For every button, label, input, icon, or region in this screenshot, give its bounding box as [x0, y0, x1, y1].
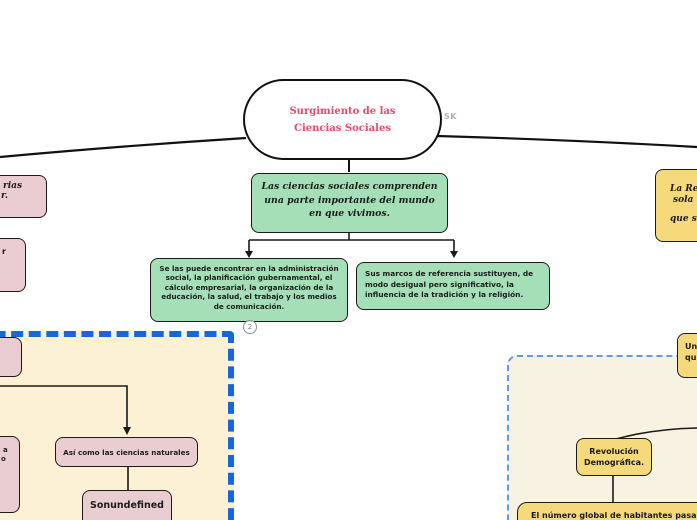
- group-left-side-fragment-2: o: [1, 455, 6, 463]
- child-node-marcos[interactable]: Sus marcos de referencia sustituyen, de …: [356, 262, 550, 310]
- group-left-node-top[interactable]: [0, 337, 22, 377]
- node-sonundefined[interactable]: Sonundefined: [82, 490, 172, 520]
- root-title-line2: Ciencias Sociales: [294, 122, 391, 134]
- child-usos-text: Se las puede encontrar en la administrac…: [159, 264, 339, 311]
- root-title-line1: Surgimiento de las: [289, 105, 396, 117]
- group-left-node-side[interactable]: [0, 436, 20, 513]
- node-revolucion-demografica[interactable]: Revolución Demográfica.: [576, 438, 652, 476]
- edge-node-left-1[interactable]: [0, 175, 47, 218]
- group-right-corner-node[interactable]: Un qu: [677, 333, 697, 378]
- node-sonundefined-text: Sonundefined: [90, 500, 164, 511]
- group-right-corner-fragment-2: qu: [685, 352, 697, 362]
- intro-text: Las ciencias sociales comprenden una par…: [261, 181, 438, 219]
- node-revolucion-text: Revolución Demográfica.: [583, 447, 645, 467]
- edge-node-left-2-fragment: r: [2, 247, 6, 256]
- child-node-usos[interactable]: Se las puede encontrar en la administrac…: [150, 258, 348, 322]
- intro-node[interactable]: Las ciencias sociales comprenden una par…: [251, 173, 448, 233]
- node-ciencias-naturales[interactable]: Así como las ciencias naturales: [55, 437, 198, 467]
- edge-node-left-1-fragment-1: rias: [3, 181, 23, 191]
- root-node[interactable]: Surgimiento de las Ciencias Sociales: [243, 79, 442, 160]
- group-right-corner-fragment-1: Un: [685, 342, 697, 351]
- node-numero-habitantes-text: El número global de habitantes pasa de 7…: [531, 511, 697, 520]
- edge-node-right[interactable]: [655, 169, 697, 242]
- edge-node-left-2[interactable]: [0, 238, 26, 292]
- collaborator-initials: SK: [444, 112, 457, 121]
- node-ciencias-naturales-text: Así como las ciencias naturales: [63, 447, 190, 457]
- child-marcos-text: Sus marcos de referencia sustituyen, de …: [365, 269, 534, 299]
- node-numero-habitantes[interactable]: El número global de habitantes pasa de 7…: [517, 502, 697, 520]
- edge-node-right-fragment-3: que s: [670, 214, 697, 224]
- edge-node-right-fragment-2: sola: [673, 195, 694, 205]
- edge-node-right-fragment-1: La Re: [670, 184, 697, 194]
- group-left-side-fragment-1: a: [3, 446, 8, 454]
- collapsed-count-badge[interactable]: 2: [243, 320, 257, 334]
- edge-node-left-1-fragment-2: r.: [1, 191, 9, 201]
